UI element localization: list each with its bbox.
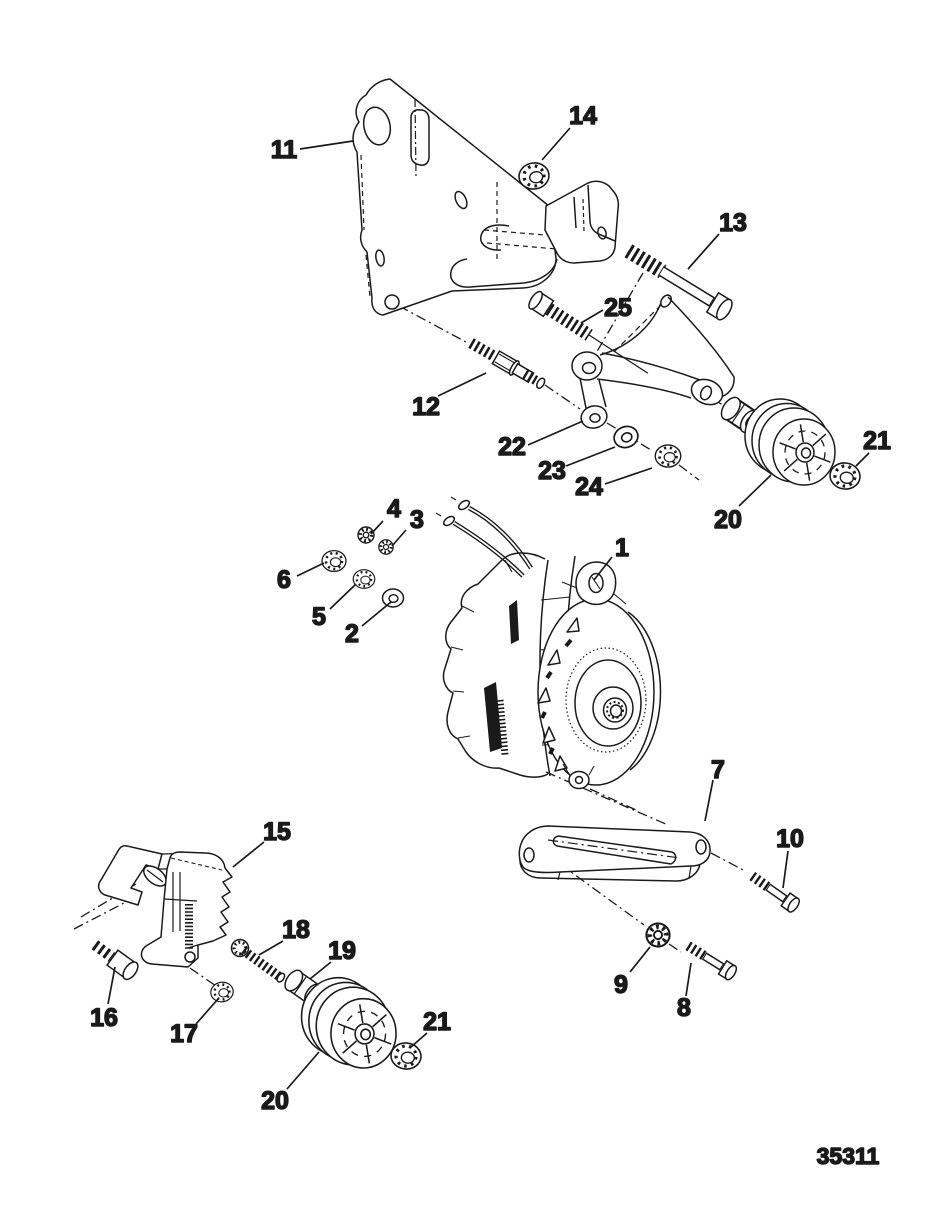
callout-label-15-14: 15: [263, 818, 291, 846]
callout-label-20-19: 20: [714, 506, 742, 534]
callout-layer: 1234567891011121314151617181920212223242…: [89, 101, 891, 1116]
bolt-8-drawing: [685, 941, 738, 981]
brace-strap-drawing: [571, 294, 735, 429]
callout-leader-17-16: [195, 998, 219, 1025]
callout-leader-8-7: [685, 962, 692, 997]
callout-leader-1-0: [593, 556, 613, 581]
callout-label-16-15: 16: [90, 1004, 118, 1032]
washer-23-drawing: [610, 422, 642, 452]
nut-5-drawing: [352, 568, 376, 590]
callout-leader-15-14: [232, 841, 265, 868]
callout-leader-23-22: [565, 446, 616, 467]
callout-leader-9-8: [629, 946, 651, 973]
callout-leader-20-19: [738, 474, 772, 507]
callout-leader-13-12: [687, 233, 720, 270]
adjusting-arm-drawing: [518, 825, 711, 882]
callout-leader-16-15: [107, 966, 116, 1005]
nut-21-bottom-drawing: [388, 1040, 424, 1072]
callout-leader-21-26: [410, 1032, 428, 1048]
callout-label-13-12: 13: [719, 209, 747, 237]
callout-leader-6-5: [296, 562, 325, 577]
callout-leader-5-4: [329, 583, 357, 610]
callout-leader-19-18: [309, 961, 332, 980]
stud-18-drawing: [230, 938, 286, 983]
callout-leader-24-23: [604, 467, 653, 485]
bolt-16-drawing: [91, 940, 139, 981]
bolt-13-drawing: [624, 244, 733, 321]
callout-leader-22-21: [527, 420, 584, 446]
callout-label-23-22: 23: [538, 457, 566, 485]
callout-leader-25-24: [580, 309, 604, 324]
callout-label-24-23: 24: [575, 473, 603, 501]
lower-bracket-drawing: [97, 845, 233, 968]
callout-label-11-10: 11: [271, 136, 298, 164]
pulley-20-bottom-drawing: [300, 976, 397, 1069]
callout-label-1-0: 1: [615, 534, 629, 562]
callout-label-25-24: 25: [604, 294, 632, 322]
callout-leader-12-11: [437, 372, 487, 397]
callout-label-9-8: 9: [614, 971, 628, 999]
callout-label-18-17: 18: [282, 916, 310, 944]
clamp-bracket-drawing: [544, 180, 620, 264]
callout-label-6-5: 6: [277, 566, 291, 594]
alternator-drawing: [435, 496, 662, 790]
fitting-12-drawing: [468, 338, 546, 390]
callout-label-7-6: 7: [711, 756, 725, 784]
callout-label-10-9: 10: [776, 825, 804, 853]
callout-label-20-25: 20: [261, 1087, 289, 1115]
callout-label-21-26: 21: [423, 1008, 451, 1036]
bolt-10-drawing: [749, 871, 800, 913]
callout-leader-10-9: [782, 850, 789, 889]
callout-leader-11-10: [299, 140, 354, 150]
callout-label-5-4: 5: [312, 603, 326, 631]
washer-2-drawing: [381, 588, 405, 608]
washer-4-drawing: [356, 525, 376, 545]
callout-leader-3-2: [391, 529, 407, 547]
callout-leader-2-1: [361, 601, 392, 627]
callout-label-12-11: 12: [412, 393, 440, 421]
callout-label-22-21: 22: [498, 433, 526, 461]
callout-leader-7-6: [704, 779, 714, 822]
callout-label-14-13: 14: [569, 102, 597, 130]
nut-24-drawing: [653, 443, 683, 469]
callout-label-19-18: 19: [328, 937, 356, 965]
callout-label-21-20: 21: [863, 427, 891, 455]
bolt-25-drawing: [528, 290, 649, 374]
pulley-20-top-drawing: [744, 398, 836, 486]
callout-label-8-7: 8: [677, 994, 691, 1022]
callout-leader-14-13: [541, 127, 571, 161]
washer-9-drawing: [644, 921, 672, 949]
washer-3-drawing: [377, 538, 395, 556]
callout-label-3-2: 3: [410, 506, 424, 534]
figure-number: 35311: [817, 1143, 880, 1169]
callout-leader-21-20: [855, 452, 870, 467]
callout-label-2-1: 2: [345, 620, 359, 648]
callout-label-17-16: 17: [170, 1020, 198, 1048]
nut-6-drawing: [320, 549, 348, 573]
callout-label-4-3: 4: [387, 495, 401, 523]
callout-leader-18-17: [258, 940, 284, 956]
upper-mount-bracket-drawing: [352, 78, 558, 316]
callout-leader-4-3: [370, 520, 384, 535]
callout-leader-20-25: [286, 1051, 320, 1090]
